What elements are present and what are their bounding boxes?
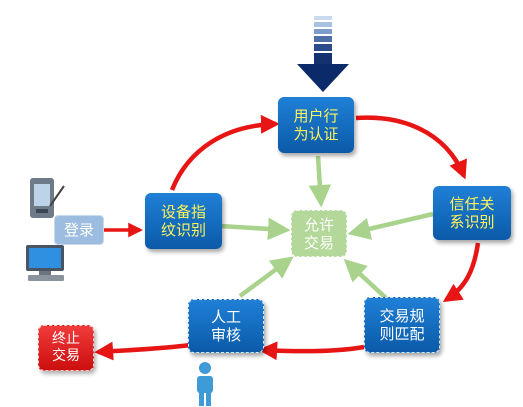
- arrow-rule-to-allow: [343, 258, 388, 300]
- node-manual-review: 人工审核: [188, 299, 264, 353]
- arrow-auth-to-trust: [355, 115, 467, 180]
- node-device-fingerprint-label: 设备指纹识别: [160, 203, 206, 239]
- node-manual-review-label: 人工审核: [210, 308, 241, 344]
- node-trust-relation: 信任关系识别: [433, 186, 511, 240]
- arrow-auth-to-allow: [308, 155, 332, 208]
- arrow-trust-to-allow: [347, 211, 434, 240]
- input-stream-arrow-icon: [297, 16, 349, 92]
- arrow-trust-to-rule: [442, 242, 481, 303]
- node-login-label: 登录: [63, 221, 94, 239]
- arrow-device-to-allow: [219, 217, 291, 241]
- arrow-review-to-allow: [238, 256, 294, 298]
- node-login: 登录: [54, 215, 104, 245]
- arrow-device-to-auth: [169, 114, 280, 191]
- node-allow-trade: 允许交易: [291, 210, 347, 257]
- node-allow-trade-label: 允许交易: [303, 215, 334, 252]
- node-user-behavior-auth: 用户行为认证: [278, 97, 354, 153]
- node-trust-relation-label: 信任关系识别: [449, 195, 495, 231]
- node-stop-trade-label: 终止交易: [52, 331, 80, 364]
- node-trade-rule-match: 交易规则匹配: [364, 297, 440, 353]
- arrow-rule-to-review: [258, 341, 365, 361]
- node-trade-rule-match-label: 交易规则匹配: [379, 307, 425, 343]
- node-user-behavior-auth-label: 用户行为认证: [293, 107, 339, 143]
- pda-icon: [30, 178, 65, 218]
- arrow-review-to-stop: [94, 341, 191, 361]
- person-icon: [197, 362, 213, 406]
- desktop-computer-icon: [26, 245, 64, 281]
- node-device-fingerprint: 设备指纹识别: [145, 193, 222, 249]
- node-stop-trade: 终止交易: [38, 325, 94, 371]
